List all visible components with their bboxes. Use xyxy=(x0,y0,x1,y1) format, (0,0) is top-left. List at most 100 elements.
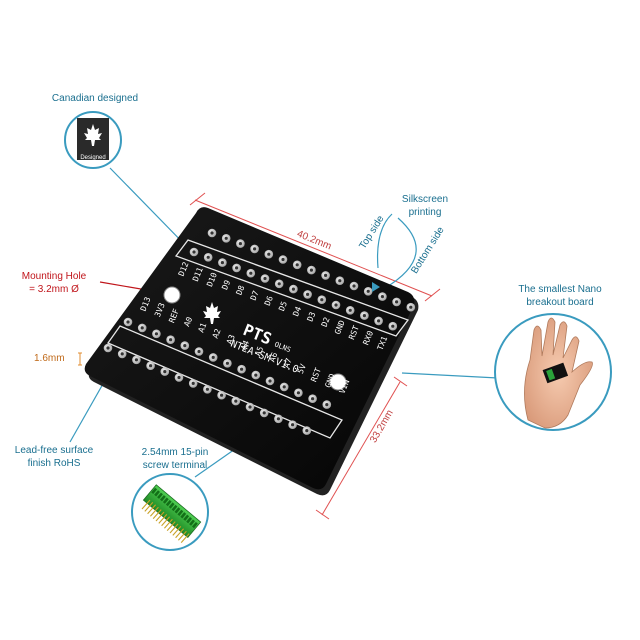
pcb-maple-leaf-icon xyxy=(203,302,221,324)
top-outer-pad-hole xyxy=(366,289,370,293)
top-outer-pad-hole xyxy=(352,284,356,288)
bottom-inner-pad-hole xyxy=(240,367,244,371)
top-outer-pad-hole xyxy=(380,295,384,299)
terminal-pin xyxy=(172,526,182,536)
bottom-inner-pad-hole xyxy=(169,338,173,342)
bottom-pin-label: A3 xyxy=(225,333,237,345)
top-inner-pad-hole xyxy=(249,271,253,275)
terminal-pin xyxy=(169,523,179,534)
top-inner-pad-hole xyxy=(291,287,295,291)
bottom-outer-pad-hole xyxy=(205,387,209,391)
bottom-outer-pad-hole xyxy=(163,370,167,374)
nano-hand-photo xyxy=(494,313,612,431)
top-outer-pad-hole xyxy=(224,236,228,240)
side-marker xyxy=(372,282,380,292)
top-outer-pad-hole xyxy=(309,268,313,272)
dimension-lines xyxy=(189,192,441,520)
bottom-inner-pad-hole xyxy=(282,385,286,389)
bottom-outer-pad-hole xyxy=(234,399,238,403)
nano-label-line1: The smallest Nano xyxy=(518,284,602,295)
top-inner-pad-hole xyxy=(206,255,210,259)
canadian-designed-badge xyxy=(64,111,122,169)
top-outer-pad-hole xyxy=(409,305,413,309)
terminal-slot xyxy=(174,507,181,514)
terminal-pin xyxy=(141,499,151,510)
bottom-pin-label: A0 xyxy=(182,315,194,327)
terminal-label-line1: 2.54mm 15-pin xyxy=(141,447,209,458)
terminal-slot xyxy=(191,521,198,529)
terminal-slot xyxy=(162,497,169,504)
top-inner-pad-hole xyxy=(391,324,395,328)
bottom-inner-pad-hole xyxy=(268,379,272,383)
top-inner-pad-hole xyxy=(320,298,324,302)
designed-badge-text: Designed xyxy=(80,155,106,161)
bottom-inner-pad-hole xyxy=(296,391,300,395)
terminal-slot xyxy=(159,495,166,502)
top-pin-label: D3 xyxy=(306,310,318,322)
top-pin-label: D4 xyxy=(291,305,303,317)
terminal-slot xyxy=(151,487,158,495)
top-pin-label: D9 xyxy=(220,279,232,291)
bottom-pin-label: A5 xyxy=(253,345,265,357)
bottom-inner-pad-hole xyxy=(211,355,215,359)
bottom-inner-pad-hole xyxy=(325,403,329,407)
bottom-outer-pad-hole xyxy=(291,423,295,427)
terminal-pin xyxy=(163,518,173,529)
bottom-inner-pad-hole xyxy=(140,326,144,330)
bottom-outer-pad-hole xyxy=(220,393,224,397)
top-inner-pad-hole xyxy=(277,282,281,286)
top-outer-pad-hole xyxy=(338,279,342,283)
thickness-label: 1.6mm xyxy=(34,353,65,364)
terminal-slot xyxy=(183,514,190,521)
bottom-pin-label: A4 xyxy=(239,339,251,351)
top-outer-pad-hole xyxy=(210,231,214,235)
top-outer-pad-hole xyxy=(281,257,285,262)
top-outer-pad-hole xyxy=(238,242,242,246)
mounting-hole-label-line1: Mounting Hole xyxy=(21,271,87,282)
terminal-slot xyxy=(154,490,161,497)
nano-label-line2: breakout board xyxy=(526,297,594,308)
bottom-outer-pad-hole xyxy=(134,358,138,362)
bottom-outer-pad-hole xyxy=(120,352,124,356)
silkscreen-label-line1: Silkscreen xyxy=(401,194,449,205)
terminal-pin xyxy=(149,506,159,517)
bottom-inner-pad-hole xyxy=(254,373,258,377)
terminal-pin xyxy=(161,516,171,527)
leadfree-label-line1: Lead-free surface xyxy=(14,445,94,456)
bottom-outer-pad-hole xyxy=(191,381,195,385)
terminal-slot xyxy=(171,504,178,512)
terminal-slot xyxy=(157,492,163,499)
terminal-slot xyxy=(189,519,195,526)
top-inner-pad-hole xyxy=(362,314,366,318)
bottom-inner-pad-hole xyxy=(126,320,130,324)
top-inner-pad-hole xyxy=(306,292,310,296)
bottom-pin-label: A2 xyxy=(211,327,223,339)
top-outer-pad-hole xyxy=(253,247,257,251)
top-outer-pad-hole xyxy=(324,273,328,277)
top-inner-pad-hole xyxy=(334,303,338,307)
bottom-pin-label: A1 xyxy=(197,321,209,333)
top-inner-pad-hole xyxy=(377,319,381,323)
silkscreen-label-line2: printing xyxy=(408,207,442,218)
terminal-slot xyxy=(186,517,193,524)
top-inner-pad-hole xyxy=(235,266,239,270)
bottom-pin-label: A7 xyxy=(282,357,294,369)
bottom-inner-pad-hole xyxy=(183,344,187,348)
bottom-outer-pad-hole xyxy=(262,411,266,415)
top-pin-label: D6 xyxy=(263,295,275,307)
maple-leaf-icon xyxy=(84,124,102,146)
bottom-pin-label: A6 xyxy=(268,351,280,363)
top-pin-label: D5 xyxy=(277,300,289,312)
bottom-outer-pad-hole xyxy=(305,429,309,433)
terminal-slot xyxy=(177,509,184,517)
top-pin-label: D7 xyxy=(249,289,261,301)
terminal-pin xyxy=(175,528,185,539)
bottom-pin-label: 5V xyxy=(296,363,308,375)
bottom-outer-pad-hole xyxy=(276,417,280,421)
terminal-pin xyxy=(177,530,187,541)
bottom-outer-pad-hole xyxy=(106,346,110,350)
leadfree-label-line2: finish RoHS xyxy=(27,458,81,469)
mounting-hole-label-line2: = 3.2mm Ø xyxy=(29,284,79,295)
